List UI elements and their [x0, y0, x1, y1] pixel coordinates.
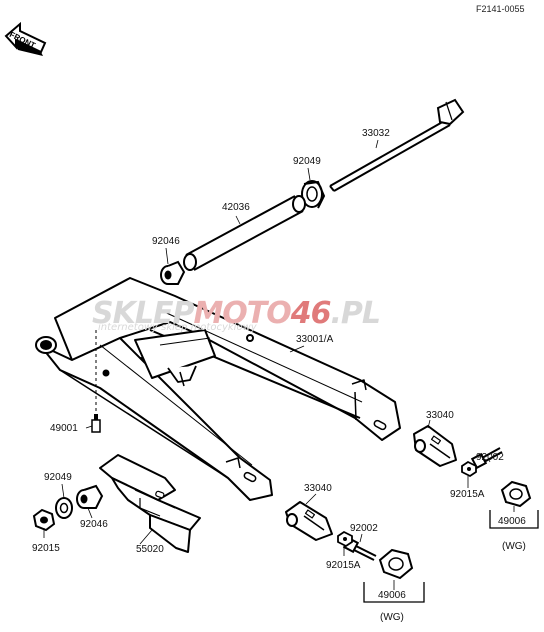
- nut-left: [32, 508, 56, 532]
- sleeve: [183, 195, 306, 271]
- label-92049-top: 92049: [293, 156, 321, 167]
- label-33040-mid: 33040: [304, 483, 332, 494]
- nut-right: [461, 460, 477, 478]
- axle-nut-mid: [363, 548, 425, 603]
- nut-mid: [337, 530, 353, 548]
- label-92015A-mid: 92015A: [326, 560, 361, 571]
- label-49006-right: 49006: [498, 516, 526, 527]
- label-92015A-right: 92015A: [450, 489, 485, 500]
- label-92002-mid: 92002: [350, 523, 378, 534]
- diagram-code: F2141-0055: [476, 4, 525, 14]
- seal-left: [55, 497, 73, 519]
- label-92046-top: 92046: [152, 236, 180, 247]
- axle-nut-right: [489, 480, 539, 529]
- seal-top: [301, 180, 326, 209]
- watermark-part-2: MOTO: [193, 296, 291, 331]
- front-arrow-icon: [4, 21, 47, 56]
- label-92015: 92015: [32, 543, 60, 554]
- watermark-part-4: .PL: [330, 296, 381, 331]
- label-33040-right: 33040: [426, 410, 454, 421]
- label-wg-right: (WG): [502, 541, 526, 552]
- label-33032: 33032: [362, 128, 390, 139]
- chain-guide: [99, 454, 201, 553]
- watermark-part-1: SKLEP: [92, 296, 194, 331]
- leader-lines: [43, 139, 515, 590]
- needle-bearing-left: [76, 484, 104, 509]
- bolt-right: [470, 447, 503, 470]
- label-49006-mid: 49006: [378, 590, 406, 601]
- pivot-shaft: [329, 98, 465, 192]
- label-92049-left: 92049: [44, 472, 72, 483]
- chain-adjuster-right: [413, 425, 457, 467]
- needle-bearing-top: [160, 260, 186, 285]
- label-92046-left: 92046: [80, 519, 108, 530]
- label-92002-right: 92002: [476, 452, 504, 463]
- watermark-logo: SKLEPMOTO46.PL: [92, 296, 381, 331]
- label-42036: 42036: [222, 202, 250, 213]
- chain-adjuster-mid: [285, 501, 333, 541]
- label-33001: 33001/A: [296, 334, 334, 345]
- label-55020: 55020: [136, 544, 164, 555]
- label-wg-mid: (WG): [380, 612, 404, 623]
- label-49001: 49001: [50, 423, 78, 434]
- watermark-tagline: internetowy sklep motocyklowy: [98, 322, 257, 333]
- watermark-part-3: 46: [290, 296, 332, 331]
- swingarm: [35, 277, 401, 501]
